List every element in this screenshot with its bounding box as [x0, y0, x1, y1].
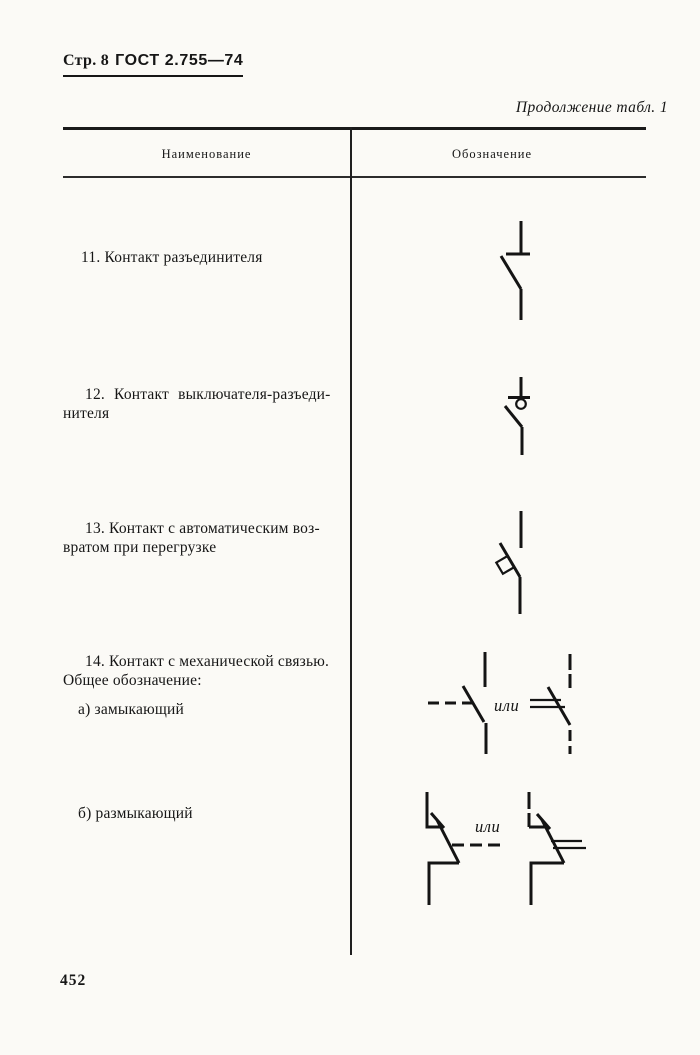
table-continuation-caption: Продолжение табл. 1	[515, 99, 668, 116]
contact-blade	[435, 819, 461, 864]
contact-blade	[499, 255, 523, 290]
symbol-mechanically-linked-making-contact-icon: или	[428, 652, 572, 754]
standard-number: ГОСТ 2.755—74	[115, 52, 244, 69]
or-word: или	[494, 696, 519, 715]
or-word: или	[475, 817, 500, 836]
contact-blade	[503, 405, 524, 428]
page-label: Стр. 8	[63, 52, 110, 69]
row-13-name-line2: вратом при перегрузке	[63, 539, 217, 556]
symbol-disconnector-contact-icon	[499, 221, 530, 320]
top-terminal	[425, 792, 441, 829]
table-header-rule	[63, 176, 646, 178]
bottom-terminal	[427, 861, 459, 905]
table-column-divider	[350, 127, 352, 955]
table-top-rule	[63, 127, 646, 131]
symbol-mechanically-linked-breaking-contact-icon: или	[425, 792, 586, 905]
row-12-name-line1: 12. Контакт выключателя-разъеди-	[85, 386, 331, 403]
column-header-name: Наименование	[161, 147, 252, 161]
column-header-symbol: Обозначение	[451, 147, 533, 161]
page-number: 452	[60, 972, 87, 989]
row-11-name: 11. Контакт разъединителя	[81, 249, 263, 266]
release-square	[494, 554, 516, 576]
symbol-switch-disconnector-contact-icon	[503, 377, 530, 455]
row-13-name-line1: 13. Контакт с автоматическим воз-	[85, 520, 320, 537]
row-14-name-line1: 14. Контакт с механической связью.	[85, 653, 330, 670]
row-14-name-line2: Общее обозначение:	[63, 672, 202, 689]
row-14a-label: а) замыкающий	[78, 701, 185, 718]
bottom-terminal	[529, 861, 564, 905]
page-header: Стр. 8 ГОСТ 2.755—74	[63, 52, 244, 77]
row-14b-label: б) размыкающий	[78, 805, 193, 822]
row-12-name-line2: нителя	[63, 405, 110, 422]
breaker-circle	[515, 398, 527, 410]
symbol-automatic-reset-contact-icon	[494, 511, 523, 614]
contact-blade	[461, 685, 486, 723]
